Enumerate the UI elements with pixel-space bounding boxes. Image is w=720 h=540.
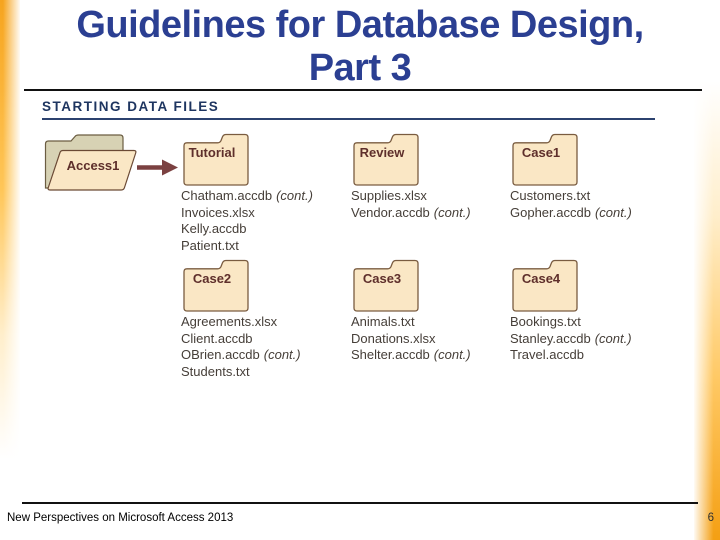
folder-label: Case1 (521, 145, 561, 160)
folder-icon (512, 133, 578, 186)
file-list-review: Supplies.xlsx Vendor.accdb(cont.) (351, 188, 519, 221)
folder-label: Tutorial (188, 145, 236, 160)
left-accent-border (0, 0, 20, 540)
folder-review: Review (351, 132, 421, 186)
folder-label: Case2 (192, 271, 232, 286)
file-list-case3: Animals.txt Donations.xlsx Shelter.accdb… (351, 314, 519, 364)
section-heading: STARTING DATA FILES (42, 99, 220, 114)
file-entry: Vendor.accdb(cont.) (351, 204, 471, 220)
file-entry: Donations.xlsx (351, 330, 436, 346)
folder-icon (512, 259, 578, 312)
file-entry: Animals.txt (351, 314, 415, 329)
open-folder-icon (44, 134, 137, 191)
folder-access1: Access1 (44, 132, 140, 192)
file-list-case4: Bookings.txt Stanley.accdb(cont.) Travel… (510, 314, 678, 364)
title-underline (24, 89, 702, 91)
folder-icon (183, 133, 249, 186)
file-list-case1: Customers.txt Gopher.accdb(cont.) (510, 188, 678, 221)
file-entry: Travel.accdb (510, 347, 584, 363)
folder-label: Access1 (66, 158, 120, 173)
folder-label: Case4 (521, 271, 561, 286)
file-entry: Shelter.accdb(cont.) (351, 347, 471, 363)
folder-icon (353, 133, 419, 186)
title-line-1: Guidelines for Database Design, (76, 4, 644, 46)
folder-icon (183, 259, 249, 312)
right-arrow-icon (137, 159, 178, 176)
folder-case4: Case4 (510, 258, 580, 312)
file-entry: Students.txt (181, 363, 250, 379)
folder-icon (353, 259, 419, 312)
slide-title: Guidelines for Database Design, Part 3 (40, 4, 680, 90)
footer-rule (22, 502, 698, 504)
folder-label: Case3 (362, 271, 402, 286)
title-line-2: Part 3 (308, 47, 412, 89)
file-entry: Client.accdb (181, 330, 253, 346)
folder-tutorial: Tutorial (181, 132, 251, 186)
file-entry: Bookings.txt (510, 314, 581, 329)
file-entry: Invoices.xlsx (181, 204, 255, 220)
file-entry: Agreements.xlsx (181, 314, 278, 329)
footer-text: New Perspectives on Microsoft Access 201… (7, 512, 234, 524)
folder-case2: Case2 (181, 258, 251, 312)
file-entry: Kelly.accdb (181, 221, 247, 237)
file-entry: Supplies.xlsx (351, 188, 427, 203)
folder-case1: Case1 (510, 132, 580, 186)
page-number: 6 (707, 512, 714, 524)
file-list-case2: Agreements.xlsx Client.accdb OBrien.accd… (181, 314, 349, 380)
file-entry: Chatham.accdb(cont.) (181, 188, 313, 203)
file-entry: Stanley.accdb(cont.) (510, 330, 632, 346)
file-entry: Patient.txt (181, 237, 239, 253)
folder-label: Review (359, 145, 405, 160)
right-accent-border (694, 0, 720, 540)
file-list-tutorial: Chatham.accdb(cont.) Invoices.xlsx Kelly… (181, 188, 349, 254)
folder-case3: Case3 (351, 258, 421, 312)
file-entry: Gopher.accdb(cont.) (510, 204, 632, 220)
section-heading-underline (42, 118, 655, 120)
file-entry: OBrien.accdb(cont.) (181, 347, 301, 363)
file-entry: Customers.txt (510, 188, 591, 203)
